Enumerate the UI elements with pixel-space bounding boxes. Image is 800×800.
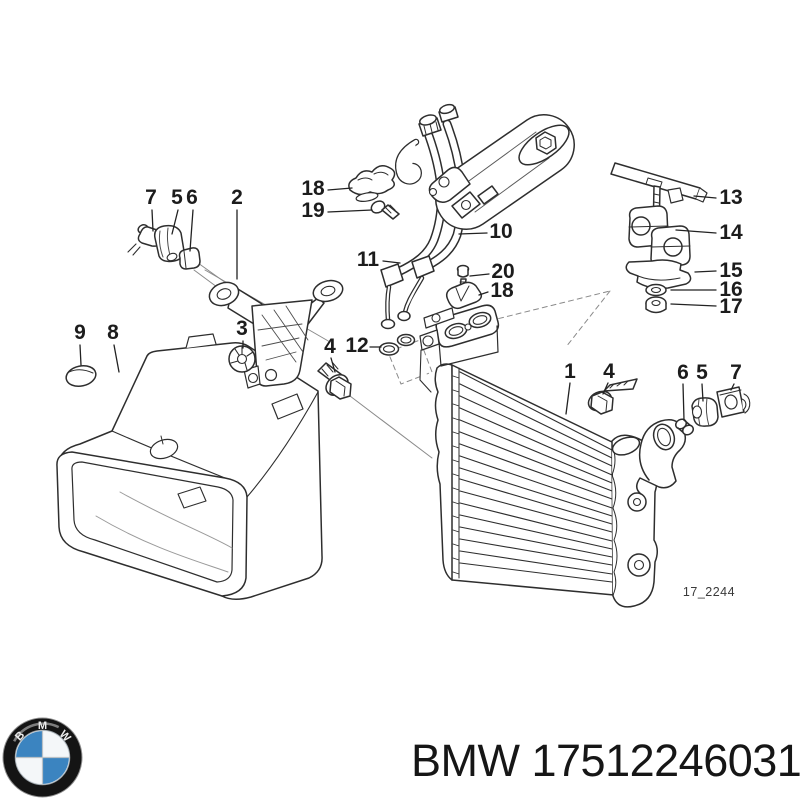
- air-duct-drawing: [56, 333, 323, 600]
- bracket-18-lower-drawing: [445, 281, 483, 310]
- o-rings-12-drawing: [378, 333, 416, 356]
- bracket-18-top-drawing: [348, 165, 396, 202]
- oil-lines-drawing: [378, 103, 467, 356]
- bmw-quadrant-blue-br: [42, 757, 69, 784]
- clip-nut-7-right-drawing: [716, 386, 751, 418]
- grommet-5-right-drawing: [691, 397, 719, 427]
- part-number: 17512246031: [531, 735, 800, 786]
- bracket-15-drawing: [625, 259, 692, 290]
- callout-leader-lines: [79, 187, 735, 421]
- cooler-mount-tab-drawing: [636, 419, 687, 495]
- brand-name: BMW: [411, 735, 520, 786]
- filter-housing-drawing: [428, 114, 575, 230]
- bmw-quadrant-blue-tl: [16, 731, 43, 758]
- oil-cooler-drawing: [419, 304, 687, 608]
- cooler-header-drawing: [419, 304, 500, 393]
- bmw-quadrant-white-bl: [16, 757, 43, 784]
- bmw-logo: B M W: [2, 717, 83, 798]
- clamps-14-drawing: [628, 205, 691, 268]
- bushing-6-right-drawing: [674, 418, 695, 436]
- bolt-4-left-drawing: [317, 361, 352, 400]
- part-number-caption: BMW 17512246031: [411, 735, 800, 787]
- bmw-quadrant-white-tr: [42, 731, 69, 758]
- bmw-letter-m: M: [38, 720, 47, 732]
- bolt-4-right-drawing: [587, 378, 638, 415]
- nut-17-drawing: [645, 296, 667, 314]
- washer-16-drawing: [645, 283, 667, 297]
- grommet-9-drawing: [65, 364, 97, 388]
- bushing-6-left-drawing: [178, 247, 201, 270]
- bolt-19-drawing: [370, 200, 400, 220]
- bracket-2-drawing: [208, 279, 352, 400]
- clip-3-drawing: [228, 345, 256, 373]
- mount-column-drawing: [610, 162, 708, 314]
- drawing-code: 17_2244: [682, 585, 736, 599]
